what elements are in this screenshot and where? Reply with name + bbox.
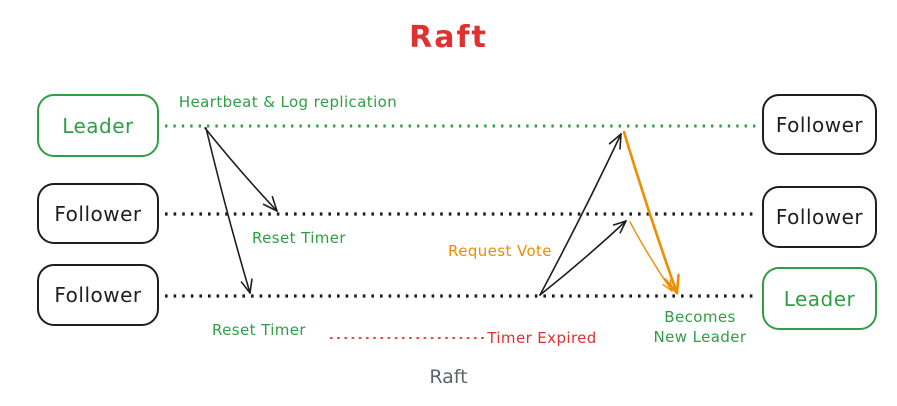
arrow-heartbeat-to-bottom-follower <box>205 127 253 294</box>
becomes-new-leader-label: Becomes New Leader <box>653 307 747 346</box>
arrow-vote-granted-from-top <box>622 130 680 295</box>
node-label-follower-left-middle: Follower <box>54 201 142 226</box>
node-follower-right-middle: Follower <box>762 186 877 248</box>
heartbeat-label: Heartbeat & Log replication <box>178 92 398 111</box>
diagram-caption: Raft <box>429 366 468 388</box>
node-leader-left: Leader <box>37 94 159 157</box>
diagram-title: Raft <box>409 20 488 55</box>
node-label-follower-right-top: Follower <box>775 112 864 137</box>
arrow-vote-granted-from-middle <box>629 221 673 292</box>
node-follower-right-top: Follower <box>762 94 877 155</box>
arrow-request-vote-to-top <box>539 133 622 296</box>
reset-timer-label-2: Reset Timer <box>212 320 306 339</box>
node-leader-right: Leader <box>762 267 877 330</box>
node-label-leader-left: Leader <box>62 113 134 138</box>
node-label-follower-left-bottom: Follower <box>54 283 142 307</box>
arrow-request-vote-to-middle <box>539 220 627 296</box>
node-label-follower-right-middle: Follower <box>775 205 864 229</box>
timer-expired-label: Timer Expired <box>487 328 597 347</box>
node-label-leader-right: Leader <box>783 286 856 311</box>
arrow-heartbeat-to-middle-follower <box>204 127 278 212</box>
node-follower-left-middle: Follower <box>37 183 159 244</box>
node-follower-left-bottom: Follower <box>37 264 159 326</box>
reset-timer-label-1: Reset Timer <box>252 228 346 247</box>
request-vote-label: Request Vote <box>448 241 552 260</box>
